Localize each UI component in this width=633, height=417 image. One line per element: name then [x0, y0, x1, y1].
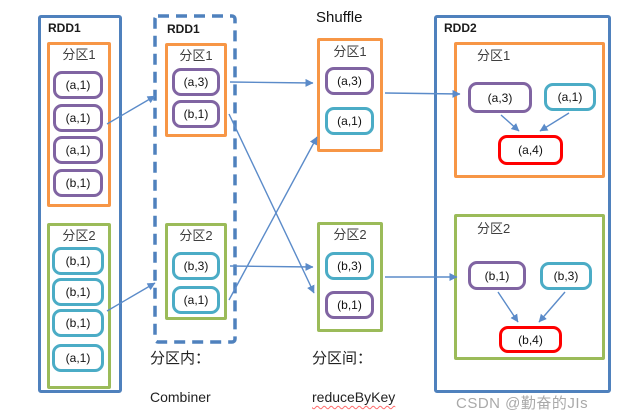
shuffle-title: Shuffle — [316, 9, 363, 26]
rdd1-partition2-label: 分区2 — [62, 228, 96, 243]
data-item: (b,1) — [172, 100, 220, 128]
rdd2-title: RDD2 — [444, 21, 477, 35]
result-item: (b,4) — [499, 326, 562, 353]
combiner-partition2-label: 分区2 — [179, 228, 213, 243]
shuffle-partition1-label: 分区1 — [333, 44, 367, 59]
data-item: (a,1) — [53, 104, 103, 132]
rdd1-title: RDD1 — [48, 21, 81, 35]
rdd2-partition2-label: 分区2 — [477, 221, 511, 236]
rdd1-partition1-label: 分区1 — [62, 47, 96, 62]
data-item: (a,1) — [544, 83, 596, 111]
rdd1-box — [38, 15, 122, 393]
combiner-caption-op: Combiner — [150, 389, 211, 405]
shuffle-partition2-box — [317, 222, 383, 332]
flow-arrow — [229, 78, 314, 87]
shuffle-partition1-box — [317, 38, 383, 152]
combiner-title: RDD1 — [167, 22, 200, 36]
watermark: CSDN @勤奋的JIs — [456, 395, 589, 412]
data-item: (a,1) — [53, 136, 103, 164]
shuffle-caption-scope: 分区间： — [312, 350, 373, 367]
data-item: (b,1) — [325, 291, 374, 319]
data-item: (b,1) — [52, 247, 104, 275]
flow-arrow — [228, 136, 318, 301]
rdd2-partition1-box — [454, 42, 605, 178]
data-item: (b,3) — [540, 262, 592, 290]
rdd2-box — [434, 15, 611, 393]
data-item: (a,3) — [468, 82, 532, 113]
shuffle-partition2-label: 分区2 — [333, 227, 367, 242]
data-item: (a,3) — [325, 67, 374, 95]
rdd2-partition2-box — [454, 214, 605, 360]
flow-arrow — [229, 262, 314, 271]
data-item: (a,1) — [52, 344, 104, 372]
data-item: (a,1) — [325, 107, 374, 135]
shuffle-caption-op: reduceByKey — [312, 389, 396, 405]
data-item: (b,1) — [52, 278, 104, 306]
flow-arrow — [228, 113, 315, 294]
combiner-caption-scope: 分区内： — [150, 350, 211, 367]
result-item: (a,4) — [498, 135, 563, 165]
data-item: (b,1) — [468, 261, 526, 290]
data-item: (a,1) — [172, 286, 220, 314]
combiner-partition1-label: 分区1 — [179, 48, 213, 63]
data-item: (b,3) — [172, 252, 220, 280]
data-item: (b,1) — [52, 309, 104, 337]
data-item: (b,3) — [325, 252, 374, 280]
data-item: (a,1) — [53, 71, 103, 99]
data-item: (a,3) — [172, 68, 220, 96]
rdd2-partition1-label: 分区1 — [477, 48, 511, 63]
data-item: (b,1) — [53, 169, 103, 197]
